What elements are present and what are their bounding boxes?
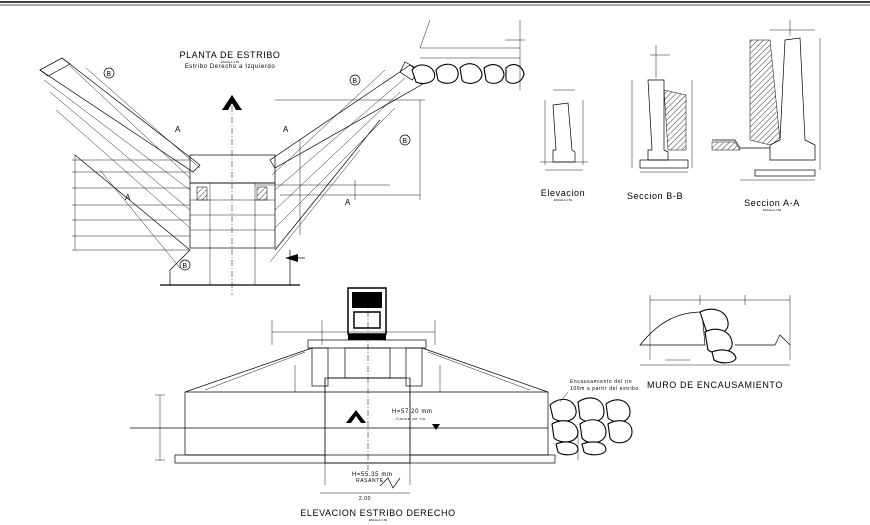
svg-text:B: B (182, 263, 187, 270)
svg-text:A: A (283, 125, 289, 134)
plan-view: PLANTA DE ESTRIBO ESCALA 1:50 Estribo De… (39, 19, 525, 295)
svg-text:Cauce de rio: Cauce de rio (396, 416, 426, 421)
svg-text:A: A (175, 125, 181, 134)
left-wing-wall (39, 57, 201, 173)
level-label-river: H=57.20 mm (392, 409, 433, 415)
plan-subtitle: Estribo Derecho a Izquierdo (185, 64, 276, 70)
bearing-right (256, 186, 268, 201)
svg-text:ESCALA 1:50: ESCALA 1:50 (369, 518, 388, 522)
section-aa: Seccion A-A ESCALA 1:50 (711, 20, 821, 212)
small-elevation: Elevacion ESCALA 1:50 (540, 89, 588, 202)
svg-text:B: B (106, 71, 111, 78)
svg-text:RASANTE: RASANTE (356, 478, 384, 484)
elevation-riprap (549, 397, 633, 456)
section-bb-title: Seccion B-B (627, 191, 683, 201)
footing (174, 454, 556, 464)
plan-title: PLANTA DE ESTRIBO (179, 50, 280, 60)
svg-text:A: A (125, 193, 131, 202)
svg-text:A: A (345, 198, 351, 207)
channel-note-line1: Encausamiento del rio (570, 379, 632, 385)
front-elevation: H=57.20 mm Cauce de rio H=55.35 mm RASAN… (130, 287, 639, 522)
section-bb: Seccion B-B (627, 45, 693, 201)
sheet-border (0, 1, 870, 6)
section-aa-title: Seccion A-A (744, 198, 800, 208)
section-markers: B B B B A A A A (103, 67, 411, 271)
channel-wall-detail: MURO DE ENCAUSAMIENTO (639, 295, 791, 390)
svg-text:B: B (352, 78, 357, 85)
truck-icon (347, 287, 387, 340)
level-label-road: H=55.35 mm (352, 472, 393, 478)
plan-dimensions-left (72, 155, 190, 251)
front-elevation-title: ELEVACION ESTRIBO DERECHO (300, 508, 455, 518)
plan-riprap (411, 19, 525, 90)
plan-dimensions-right (255, 99, 425, 235)
north-arrow-icon (222, 95, 242, 110)
svg-text:B: B (402, 138, 407, 145)
bearing-left (196, 186, 208, 201)
elevation-dimension: 2.00 (359, 496, 371, 502)
channel-wall-title: MURO DE ENCAUSAMIENTO (647, 380, 783, 390)
svg-text:ESCALA 1:50: ESCALA 1:50 (221, 60, 240, 64)
small-elevation-title: Elevacion (541, 188, 585, 198)
svg-text:ESCALA 1:50: ESCALA 1:50 (554, 198, 573, 202)
channel-note-line2: 100m a partir del estribo (570, 386, 639, 392)
svg-text:ESCALA 1:50: ESCALA 1:50 (763, 208, 782, 212)
abutment-seat (189, 154, 276, 184)
